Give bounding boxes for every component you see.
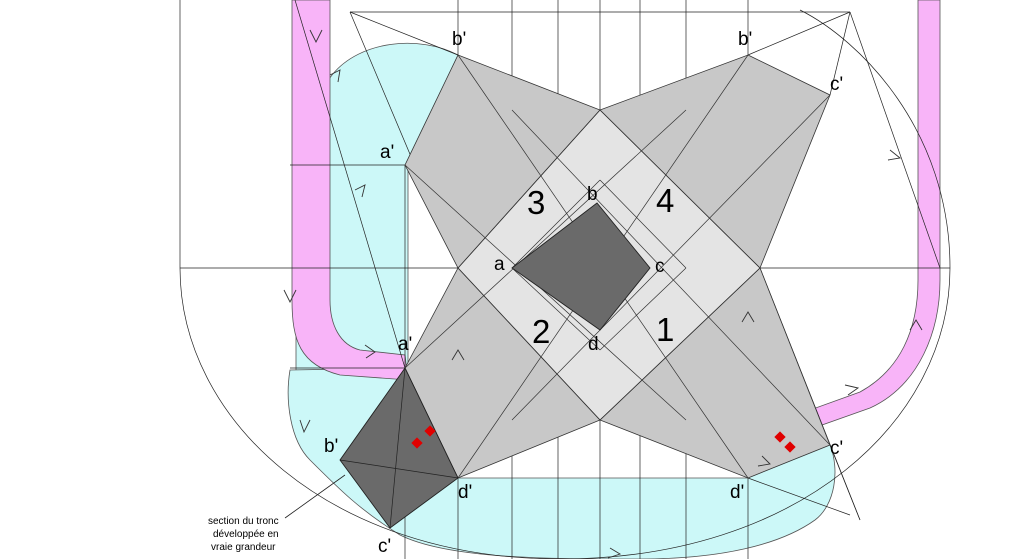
label-b: b — [587, 184, 598, 205]
label-b-prime-lower: b' — [324, 436, 338, 457]
arrow-10 — [844, 384, 860, 396]
face-number-1: 1 — [656, 311, 674, 348]
marker-left-2 — [411, 437, 423, 449]
label-c: c — [655, 256, 665, 277]
central-section — [511, 202, 651, 331]
marker-right-1 — [774, 431, 786, 443]
caption-pointer — [284, 474, 346, 519]
arrow-2 — [329, 69, 341, 83]
point-labels: b' b' c' a' a' b' c' d' d' c' a b c d — [324, 29, 843, 557]
pink-band-right — [809, 0, 941, 426]
star-faces — [404, 54, 831, 479]
direction-arrows — [283, 29, 923, 559]
label-c-prime-top: c' — [830, 74, 843, 95]
label-c-prime-bottom: c' — [378, 536, 391, 557]
label-d: d — [588, 334, 599, 355]
arrow-5 — [364, 344, 376, 359]
label-b-prime-right: b' — [738, 29, 752, 50]
marker-left-1 — [424, 425, 436, 437]
arrow-11 — [757, 455, 771, 467]
arrow-13 — [607, 547, 622, 559]
arrow-1 — [309, 29, 323, 44]
right-angle-markers — [411, 425, 796, 453]
face-number-2: 2 — [532, 313, 550, 350]
face-numbers: 3 4 2 1 — [527, 182, 674, 350]
label-d-prime-left: d' — [458, 482, 472, 503]
arrow-12 — [299, 419, 311, 434]
label-d-prime-right: d' — [730, 482, 744, 503]
caption: section du tronc développée en vraie gra… — [208, 516, 279, 553]
face-number-4: 4 — [656, 182, 674, 219]
label-b-prime-left: b' — [452, 29, 466, 50]
outer-arc — [179, 9, 951, 559]
caption-line-3: vraie grandeur — [211, 542, 276, 553]
arrow-8 — [887, 149, 902, 161]
arrow-7 — [741, 311, 755, 323]
arrow-4 — [283, 289, 297, 304]
label-c-prime-right: c' — [830, 438, 843, 459]
label-a-prime-upper: a' — [380, 142, 394, 163]
arrow-6 — [451, 349, 465, 361]
marker-right-2 — [784, 441, 796, 453]
label-a: a — [494, 254, 505, 275]
caption-line-1: section du tronc — [208, 516, 279, 527]
caption-line-2: développée en — [213, 529, 279, 540]
face-number-3: 3 — [527, 184, 545, 221]
arrow-3 — [354, 184, 366, 198]
label-a-prime-lower: a' — [398, 334, 412, 355]
arrow-9 — [909, 319, 923, 331]
